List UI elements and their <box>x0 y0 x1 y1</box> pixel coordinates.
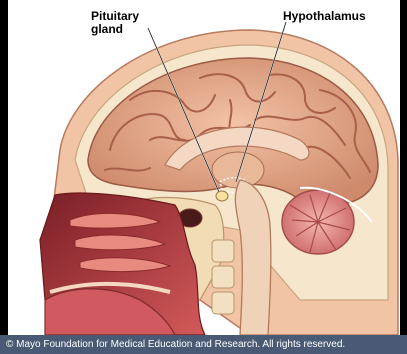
pituitary-gland <box>216 191 228 201</box>
thalamus <box>212 152 264 188</box>
hypothalamus-label: Hypothalamus <box>283 10 366 23</box>
cervical-spine <box>212 240 234 314</box>
pituitary-gland-label: Pituitary gland <box>91 10 139 36</box>
pituitary-label-line2: gland <box>91 23 139 36</box>
copyright-footer: © Mayo Foundation for Medical Education … <box>0 335 407 354</box>
nasal-turbinates <box>70 213 170 271</box>
cerebellum <box>282 190 354 254</box>
